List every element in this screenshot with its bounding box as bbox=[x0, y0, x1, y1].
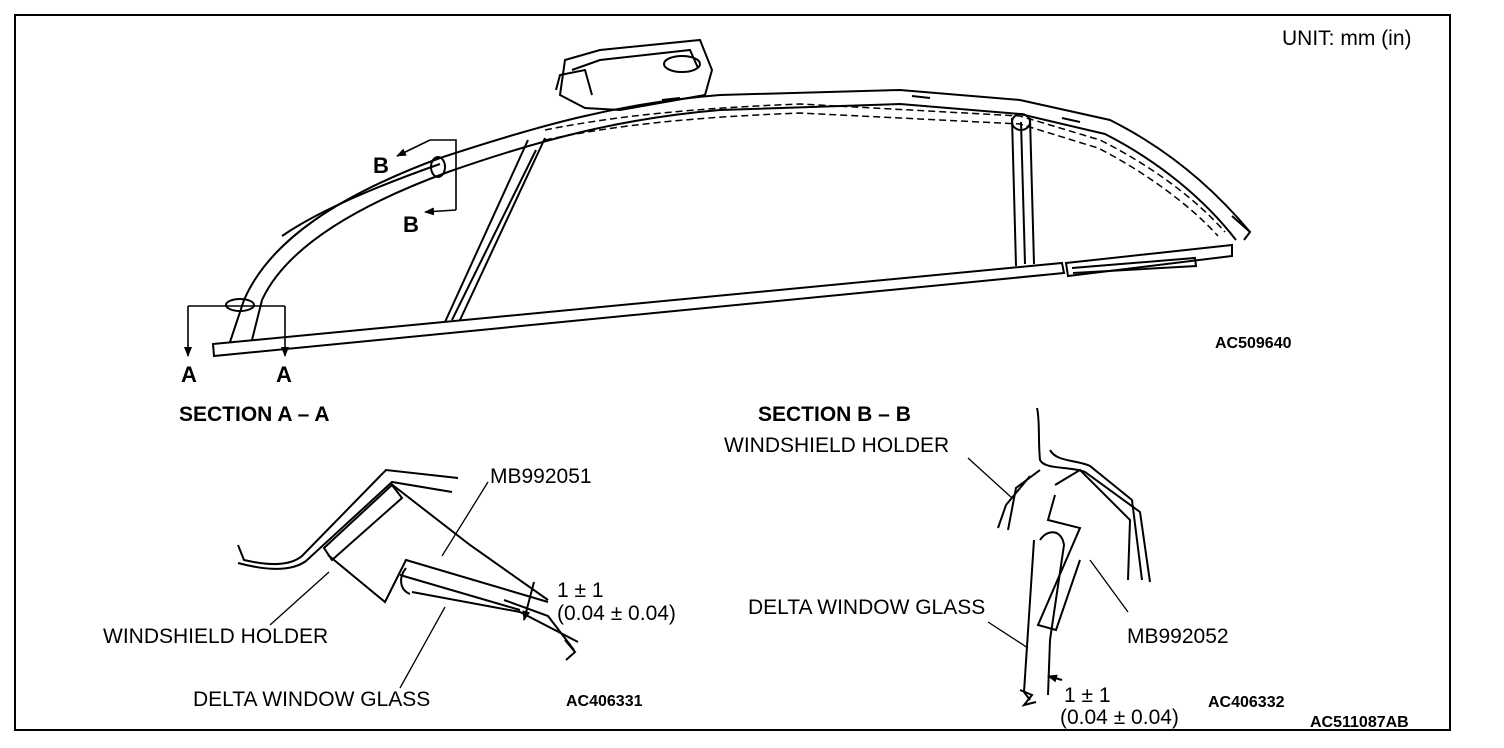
section-b-leaders bbox=[967, 457, 1129, 649]
section-marker-a-right: A bbox=[276, 362, 292, 387]
section-a-title: SECTION A – A bbox=[179, 403, 330, 426]
section-b-glass-label: DELTA WINDOW GLASS bbox=[748, 596, 986, 619]
section-marker-a-left: A bbox=[181, 362, 197, 387]
section-b-drawing bbox=[997, 407, 1151, 707]
unit-label: UNIT: mm (in) bbox=[1282, 27, 1412, 50]
section-b-tool-label: MB992052 bbox=[1127, 625, 1229, 648]
section-b-gap-in: (0.04 ± 0.04) bbox=[1060, 706, 1179, 729]
figure-code-top: AC509640 bbox=[1215, 335, 1292, 352]
section-a-gap-mm: 1 ± 1 bbox=[557, 579, 604, 602]
section-b-title: SECTION B – B bbox=[758, 403, 911, 426]
figure-code-section-a: AC406331 bbox=[566, 693, 643, 710]
section-a-drawing bbox=[237, 468, 579, 661]
section-a-glass-label: DELTA WINDOW GLASS bbox=[193, 688, 431, 711]
section-a-tool-label: MB992051 bbox=[490, 465, 592, 488]
door-frame-drawing bbox=[211, 38, 1252, 358]
section-marker-b-upper: B bbox=[373, 153, 389, 178]
section-a-holder-label: WINDSHIELD HOLDER bbox=[103, 625, 329, 648]
figure-code-overall: AC511087AB bbox=[1310, 714, 1409, 731]
section-a-leaders bbox=[269, 481, 489, 689]
section-a-gap-in: (0.04 ± 0.04) bbox=[557, 602, 676, 625]
diagram-frame bbox=[14, 14, 1451, 731]
section-b-holder-label: WINDSHIELD HOLDER bbox=[724, 434, 950, 457]
section-marker-b-lower: B bbox=[403, 212, 419, 237]
figure-code-section-b: AC406332 bbox=[1208, 694, 1285, 711]
section-b-gap-mm: 1 ± 1 bbox=[1064, 684, 1111, 707]
section-cut-lines bbox=[184, 139, 457, 357]
